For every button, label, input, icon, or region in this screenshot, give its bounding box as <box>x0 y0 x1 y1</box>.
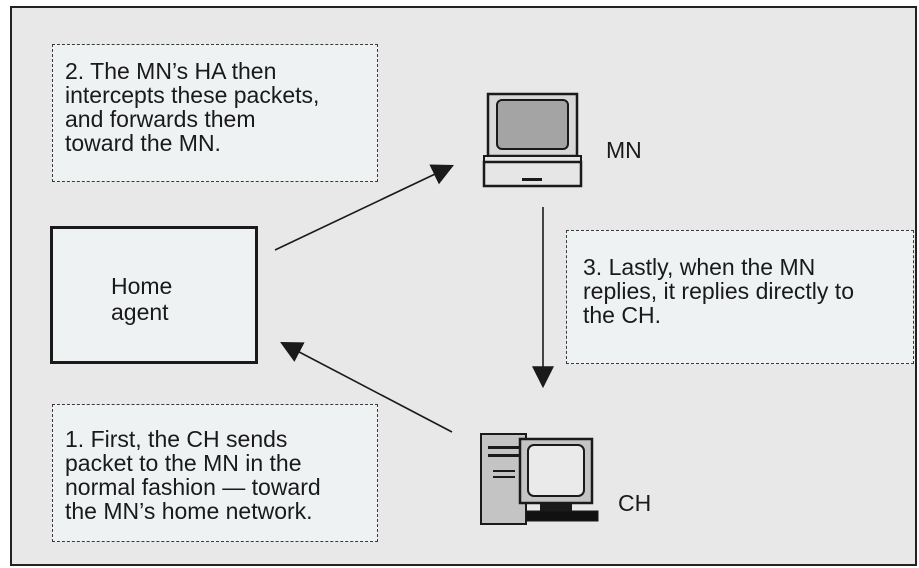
step-3-note: 3. Lastly, when the MN replies, it repli… <box>566 230 914 364</box>
desktop-computer-icon <box>480 433 599 525</box>
laptop-icon <box>482 92 583 188</box>
ch-label: CH <box>618 490 652 516</box>
arrow-home-agent-to-mn <box>274 164 454 251</box>
home-agent-label: Home agent <box>111 273 173 325</box>
step-2-note: 2. The MN’s HA then intercepts these pac… <box>52 44 378 182</box>
home-agent-box: Home agent <box>50 226 258 364</box>
step-1-note: 1. First, the CH sends packet to the MN … <box>52 404 378 542</box>
arrow-ch-to-home-agent <box>280 341 453 433</box>
mn-label: MN <box>606 137 642 163</box>
